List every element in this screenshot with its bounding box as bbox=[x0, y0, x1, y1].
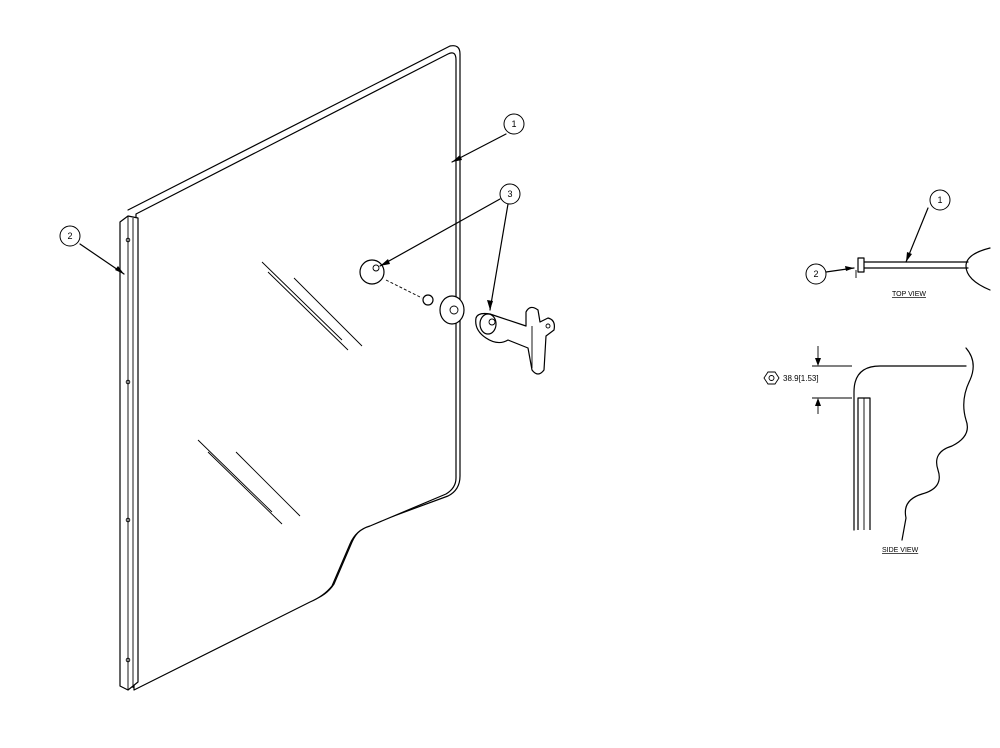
top-view-detail: 1 2 TOP VIEW bbox=[805, 189, 991, 298]
balloon-1: 1 bbox=[503, 113, 525, 135]
side-view-caption: SIDE VIEW bbox=[882, 547, 919, 554]
glass-panel bbox=[127, 45, 461, 691]
gasket-washer bbox=[439, 295, 465, 325]
top-view-caption: TOP VIEW bbox=[892, 291, 926, 298]
top-balloon-2-label: 2 bbox=[813, 269, 818, 279]
balloon-1-label: 1 bbox=[511, 119, 516, 129]
balloon-2-label: 2 bbox=[67, 231, 72, 241]
hinge-channel bbox=[119, 215, 139, 691]
top-balloon-1-label: 1 bbox=[937, 195, 942, 205]
balloon-3-label: 3 bbox=[507, 189, 512, 199]
outer-washer bbox=[359, 259, 385, 285]
side-view-detail: 38.9[1.53] SIDE VIEW bbox=[763, 346, 974, 554]
panel-front-face bbox=[133, 52, 457, 691]
balloon-3: 3 bbox=[499, 183, 521, 205]
leader-lines bbox=[79, 133, 509, 311]
balloon-2: 2 bbox=[59, 225, 81, 247]
hex-nut-icon bbox=[763, 371, 780, 385]
small-washer bbox=[422, 294, 434, 306]
hinge-hardware bbox=[359, 259, 555, 375]
dimension-value: 38.9[1.53] bbox=[783, 374, 819, 383]
glass-reflection-lines bbox=[197, 261, 363, 525]
